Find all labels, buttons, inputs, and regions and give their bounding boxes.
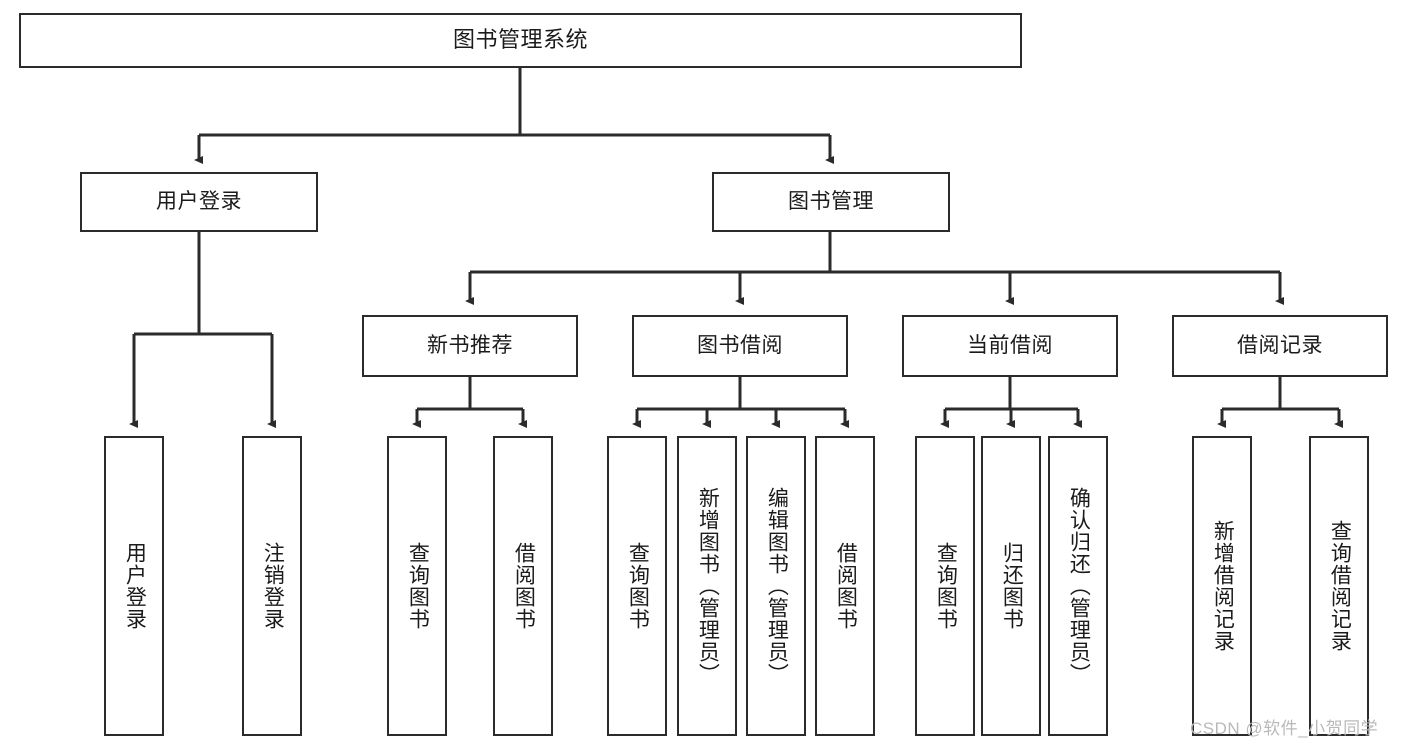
node-leaf-borrow-book-2[interactable]: 借阅图书: [815, 436, 875, 736]
node-leaf-user-login-label: 用户登录: [123, 542, 147, 630]
node-new-book-recommend-label: 新书推荐: [427, 334, 513, 358]
node-leaf-borrow-book-2-label: 借阅图书: [834, 542, 858, 630]
node-user-login[interactable]: 用户登录: [80, 172, 318, 232]
node-leaf-confirm-return-label: 确认归还（管理员）: [1067, 487, 1091, 685]
node-leaf-logout-label: 注销登录: [261, 542, 285, 630]
node-borrow-record[interactable]: 借阅记录: [1172, 315, 1388, 377]
node-leaf-query-record[interactable]: 查询借阅记录: [1309, 436, 1369, 736]
node-borrow-record-label: 借阅记录: [1237, 334, 1323, 358]
node-leaf-query-record-label: 查询借阅记录: [1328, 520, 1352, 652]
node-leaf-query-book-1-label: 查询图书: [406, 542, 430, 630]
node-root[interactable]: 图书管理系统: [19, 13, 1022, 68]
node-leaf-add-book[interactable]: 新增图书（管理员）: [677, 436, 737, 736]
node-leaf-add-record-label: 新增借阅记录: [1211, 520, 1235, 652]
node-leaf-query-book-3[interactable]: 查询图书: [915, 436, 975, 736]
node-current-borrow[interactable]: 当前借阅: [902, 315, 1118, 377]
node-leaf-return-book[interactable]: 归还图书: [981, 436, 1041, 736]
node-book-borrow[interactable]: 图书借阅: [632, 315, 848, 377]
node-leaf-edit-book-label: 编辑图书（管理员）: [765, 487, 789, 685]
node-current-borrow-label: 当前借阅: [967, 334, 1053, 358]
node-leaf-logout[interactable]: 注销登录: [242, 436, 302, 736]
node-leaf-query-book-2-label: 查询图书: [626, 542, 650, 630]
watermark: CSDN @软件_小贺同学: [1190, 719, 1379, 738]
node-book-management[interactable]: 图书管理: [712, 172, 950, 232]
node-leaf-edit-book[interactable]: 编辑图书（管理员）: [746, 436, 806, 736]
node-leaf-borrow-book-1-label: 借阅图书: [512, 542, 536, 630]
node-leaf-confirm-return[interactable]: 确认归还（管理员）: [1048, 436, 1108, 736]
node-leaf-query-book-1[interactable]: 查询图书: [387, 436, 447, 736]
node-new-book-recommend[interactable]: 新书推荐: [362, 315, 578, 377]
node-root-label: 图书管理系统: [452, 27, 588, 53]
node-leaf-query-book-3-label: 查询图书: [934, 542, 958, 630]
node-book-borrow-label: 图书借阅: [697, 334, 783, 358]
node-book-management-label: 图书管理: [788, 190, 874, 214]
node-leaf-add-record[interactable]: 新增借阅记录: [1192, 436, 1252, 736]
node-leaf-borrow-book-1[interactable]: 借阅图书: [493, 436, 553, 736]
node-user-login-label: 用户登录: [156, 190, 242, 214]
node-leaf-query-book-2[interactable]: 查询图书: [607, 436, 667, 736]
node-leaf-user-login[interactable]: 用户登录: [104, 436, 164, 736]
node-leaf-add-book-label: 新增图书（管理员）: [696, 487, 720, 685]
node-leaf-return-book-label: 归还图书: [1000, 542, 1024, 630]
